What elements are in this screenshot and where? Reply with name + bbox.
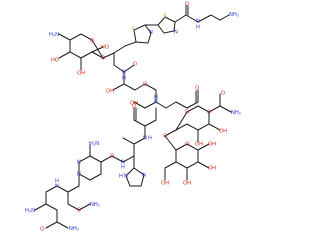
- label-oh-s2a: OH: [219, 129, 227, 135]
- label-oh-s2b: OH: [195, 142, 203, 148]
- label-o-side-amide1: O: [77, 208, 81, 214]
- label-imid-nh-h: H: [119, 174, 123, 180]
- molecule-structure: NH2 N H O N S N S H2N O O HO HO OH N H O…: [25, 2, 241, 233]
- label-o-mid3: O: [195, 86, 199, 92]
- label-nh-mid1: N: [122, 70, 126, 76]
- label-nh-pyr: N: [121, 160, 125, 166]
- label-o-carbamate: O: [207, 110, 211, 116]
- label-sugar1-ho-a: HO: [51, 58, 59, 64]
- label-nh2-amine: NH2: [229, 12, 239, 18]
- label-o-sugar3-ring: O: [185, 142, 189, 148]
- label-nh-mid2: N: [154, 100, 158, 106]
- label-sugar1-oh: OH: [77, 71, 85, 77]
- label-nh-mid2-h: H: [154, 95, 158, 101]
- label-pyr-n2: N: [77, 172, 81, 178]
- label-imid-n1: N: [142, 173, 146, 179]
- label-thiazole-s2: S: [131, 27, 134, 33]
- label-nh-side-h: H: [55, 179, 59, 185]
- label-nh-mid3: N: [143, 136, 147, 142]
- label-o-mid2: O: [143, 82, 147, 88]
- label-thiazole-s1: S: [163, 14, 166, 20]
- label-thiazole-n2: N: [149, 30, 153, 36]
- label-o-carbamoyl: O: [221, 91, 225, 97]
- label-oh-s3b: OH: [208, 166, 216, 172]
- label-o-sugar2-ring: O: [185, 110, 189, 116]
- atom-labels: NH2 N H O N S N S H2N O O HO HO OH N H O…: [25, 2, 241, 233]
- label-h2n-side: H2N: [25, 208, 35, 214]
- label-oh-s2c: OH: [161, 181, 169, 187]
- label-oh-s3c: OH: [183, 181, 191, 187]
- label-sugar1-link-o: O: [101, 56, 105, 62]
- label-nh2-bottom: NH2: [69, 226, 79, 232]
- label-nh-side: N: [55, 184, 59, 190]
- label-oh-mid2: OH: [130, 101, 138, 107]
- label-oh-s3a: OH: [208, 142, 216, 148]
- label-thiazole-n1: N: [174, 30, 178, 36]
- label-h2n-sugar: H2N: [49, 32, 59, 38]
- label-amide-h-top: H: [196, 25, 200, 31]
- label-oh-mid: OH: [106, 89, 114, 95]
- label-amide-n-top: N: [196, 19, 200, 25]
- label-h2n-pyr: H2N: [89, 141, 99, 147]
- label-o-bottom: O: [40, 227, 44, 233]
- label-sugar1-ring-o: O: [90, 39, 94, 45]
- label-o-glyco: O: [163, 134, 167, 140]
- label-nh2-side-amide: NH2: [90, 202, 100, 208]
- label-pyr-n1: N: [77, 160, 81, 166]
- label-nh-pyr-h: H: [121, 165, 125, 171]
- label-o-mid-amide: O: [132, 104, 136, 110]
- label-o-mid1: O: [133, 62, 137, 68]
- label-o-pyr-amide: O: [110, 154, 114, 160]
- label-amide-o-top: O: [185, 2, 189, 8]
- label-nh2-carbamoyl: NH2: [231, 110, 241, 116]
- label-imid-nh: N: [124, 174, 128, 180]
- label-ho-mid: HO: [101, 45, 109, 51]
- label-nh-mid1-h: H: [122, 76, 126, 82]
- label-nh-mid3-h: H: [148, 136, 152, 142]
- bond-skeleton: [34, 4, 232, 229]
